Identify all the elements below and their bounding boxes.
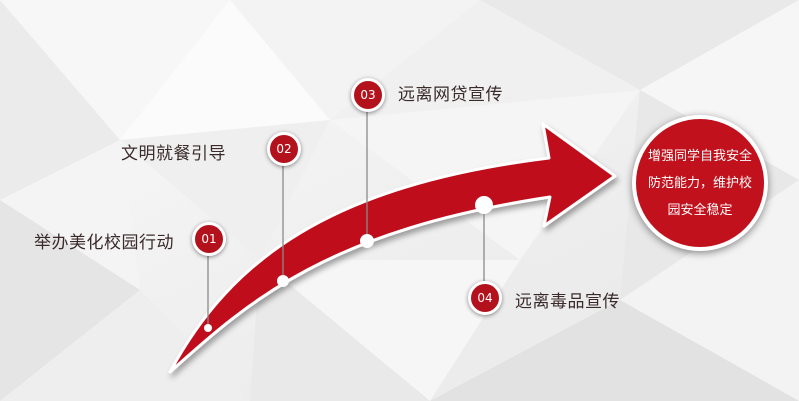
step-label-03: 远离网贷宣传	[398, 85, 503, 105]
goal-circle: 增强同学自我安全防范能力，维护校园安全稳定	[632, 115, 768, 251]
goal-text: 增强同学自我安全防范能力，维护校园安全稳定	[647, 148, 752, 218]
milestone-dots	[204, 196, 493, 332]
step-badge-02: 02	[267, 132, 301, 166]
milestone-dot-03	[360, 234, 374, 248]
step-label-02: 文明就餐引导	[121, 144, 226, 164]
milestone-dot-04	[475, 196, 493, 214]
step-badge-04: 04	[468, 281, 502, 315]
step-badge-03: 03	[351, 78, 385, 112]
growth-arrow	[168, 122, 617, 374]
step-label-01: 举办美化校园行动	[34, 233, 174, 253]
step-label-04: 远离毒品宣传	[515, 292, 620, 312]
milestone-dot-02	[277, 275, 289, 287]
milestone-dot-01	[204, 324, 212, 332]
connector-lines	[207, 110, 485, 327]
step-badge-01: 01	[192, 222, 226, 256]
